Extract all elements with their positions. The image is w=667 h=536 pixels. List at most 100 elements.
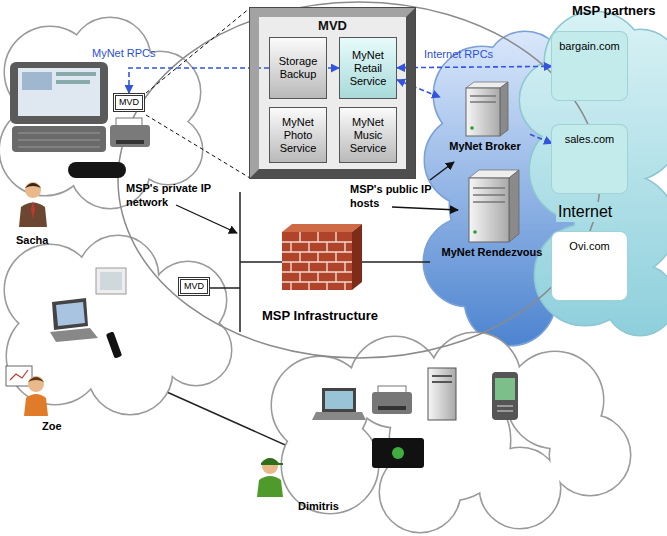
leader-arrow — [392, 207, 458, 210]
laptop — [312, 412, 366, 420]
phone — [495, 378, 515, 400]
phone — [492, 372, 518, 420]
laptop — [50, 298, 98, 342]
person — [24, 394, 48, 416]
network-link — [200, 192, 430, 332]
tablet-device — [22, 72, 52, 90]
game-console — [392, 447, 404, 459]
server-icon — [469, 170, 519, 242]
usb-stick — [106, 331, 122, 358]
box-label: MVD — [119, 97, 139, 108]
server-host: MyNet Broker — [440, 78, 530, 153]
router — [68, 162, 126, 178]
firewall — [352, 224, 362, 290]
server-icon — [473, 188, 505, 202]
host-name: MyNet Broker — [440, 140, 530, 153]
game-console — [372, 438, 424, 468]
phone — [497, 406, 513, 411]
user-cloud — [272, 333, 630, 532]
desktop-tower — [428, 368, 456, 420]
person — [25, 182, 41, 198]
person — [28, 376, 44, 392]
laptop — [56, 302, 85, 326]
server-icon — [469, 178, 509, 242]
service-name: MyNet Photo Service — [273, 116, 323, 155]
person — [261, 458, 283, 465]
firewall — [282, 224, 362, 232]
partner-box: sales.com — [552, 125, 627, 193]
person — [25, 183, 41, 188]
leader-arrow — [176, 205, 237, 233]
server-icon — [466, 88, 500, 136]
rpc-connector — [530, 134, 552, 143]
partner-box: Ovi.com — [552, 232, 627, 300]
mvd-interior — [259, 17, 406, 169]
user-cloud — [272, 333, 630, 532]
zoom-line — [146, 115, 250, 178]
printer — [110, 118, 150, 147]
partner-name: sales.com — [554, 133, 625, 146]
user-name: Sacha — [16, 234, 48, 248]
printer — [116, 140, 144, 144]
partner-cloud — [520, 12, 667, 335]
mvd-box: MVD — [178, 277, 210, 296]
photo-frame — [96, 268, 126, 294]
laptop — [312, 388, 366, 420]
annotation: MSP's public IP hosts — [350, 183, 436, 211]
leader-arrow — [430, 162, 454, 180]
zoom-line — [146, 8, 250, 178]
person — [28, 377, 44, 382]
rpc-connector — [397, 66, 552, 67]
desktop-tower — [428, 368, 456, 420]
printer — [372, 386, 412, 414]
partner-box: bargain.com — [552, 32, 627, 100]
server-icon — [500, 82, 508, 136]
firewall — [282, 224, 362, 290]
printer — [110, 125, 150, 147]
rpc-connector — [397, 80, 440, 97]
group-label: MSP partners — [572, 3, 656, 19]
user-cloud — [0, 18, 202, 208]
user-cloud — [0, 18, 202, 208]
connector-label: MyNet RPCs — [92, 46, 156, 60]
tablet-device — [10, 62, 108, 124]
user-name: Zoe — [42, 420, 62, 434]
partner-cloud — [520, 12, 667, 335]
server-icon — [509, 170, 519, 242]
firewall — [282, 232, 352, 290]
photo-frame — [96, 268, 126, 294]
game-console — [372, 438, 424, 468]
person — [31, 201, 35, 219]
printer — [372, 392, 412, 414]
person — [257, 476, 283, 497]
service-box: MyNet Photo Service — [269, 107, 327, 163]
laptop — [52, 298, 88, 330]
tablet-device — [10, 62, 108, 152]
desktop-tower — [432, 376, 452, 382]
user-cloud — [5, 236, 231, 414]
tablet-device — [12, 126, 106, 152]
laptop — [322, 388, 356, 412]
laptop — [50, 328, 98, 342]
node-heading: MVD — [259, 18, 406, 34]
person — [19, 182, 47, 227]
tablet-device — [18, 133, 100, 147]
service-box: MyNet Music Service — [339, 107, 397, 163]
region-label: MSP Infrastructure — [262, 308, 378, 324]
service-name: MyNet Music Service — [343, 116, 393, 155]
printer — [378, 406, 406, 410]
user-cloud — [272, 333, 630, 532]
partner-name: bargain.com — [554, 40, 625, 53]
phone — [492, 372, 518, 420]
service-box: Storage Backup — [269, 37, 327, 99]
photo-frame — [100, 272, 122, 290]
infrastructure-boundary — [118, 2, 600, 358]
annotation: MSP's private IP network — [126, 182, 226, 210]
zoom-line — [146, 8, 250, 93]
user-cloud — [0, 18, 202, 208]
connector-label: Internet RPCs — [424, 47, 493, 61]
cloud-label: Internet — [556, 202, 614, 222]
partner-name: Ovi.com — [554, 240, 625, 253]
tablet-device — [56, 80, 90, 84]
laptop — [325, 391, 353, 409]
